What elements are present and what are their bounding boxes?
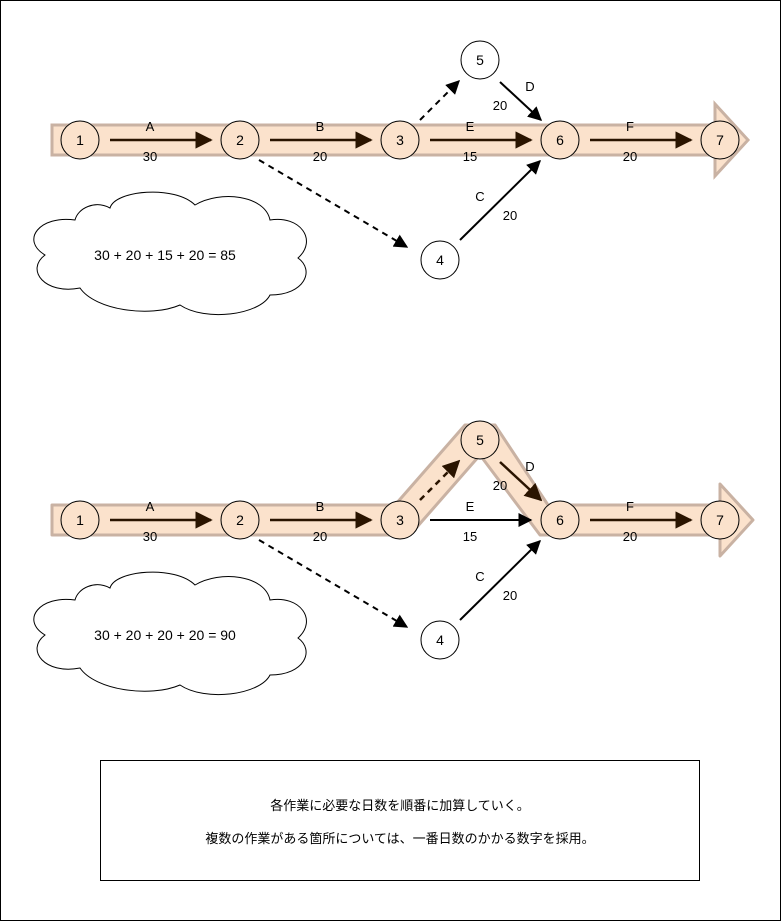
svg-text:3: 3 — [396, 512, 404, 528]
diagram-2: A 30 B 20 E 15 F 20 D 20 C 20 1 2 3 4 5 … — [33, 420, 755, 696]
edge-dummy-2-4 — [258, 539, 409, 628]
edge-d — [499, 81, 543, 121]
activity-b-name: B — [316, 119, 325, 134]
svg-text:7: 7 — [716, 512, 724, 528]
activity-f-name: F — [626, 119, 634, 134]
activity-c-days: 20 — [503, 588, 517, 603]
node-2: 2 — [220, 120, 260, 160]
activity-a-name: A — [146, 119, 155, 134]
svg-text:5: 5 — [476, 52, 484, 68]
activity-e-name: E — [466, 499, 475, 514]
activity-b-days: 20 — [313, 149, 327, 164]
activity-e-days: 15 — [463, 149, 477, 164]
svg-text:6: 6 — [556, 512, 564, 528]
activity-d-name: D — [525, 459, 534, 474]
activity-a-days: 30 — [143, 529, 157, 544]
svg-text:3: 3 — [396, 132, 404, 148]
node-7: 7 — [700, 120, 740, 160]
explanation-line-1: 各作業に必要な日数を順番に加算していく。 — [270, 798, 530, 814]
node-5: 5 — [460, 420, 500, 460]
sum-cloud — [33, 571, 307, 696]
activity-d-name: D — [525, 79, 534, 94]
explanation-box: 各作業に必要な日数を順番に加算していく。 複数の作業がある箇所については、一番日… — [100, 760, 700, 881]
activity-b-name: B — [316, 499, 325, 514]
activity-d-days: 20 — [493, 478, 507, 493]
svg-text:2: 2 — [236, 512, 244, 528]
sum-formula: 30 + 20 + 15 + 20 = 85 — [94, 247, 236, 263]
node-6: 6 — [540, 500, 580, 540]
node-3: 3 — [380, 120, 420, 160]
svg-text:1: 1 — [76, 512, 84, 528]
edge-dummy-3-5 — [419, 80, 460, 121]
explanation-line-2: 複数の作業がある箇所については、一番日数のかかる数字を採用。 — [205, 831, 595, 847]
activity-c-name: C — [475, 569, 484, 584]
node-1: 1 — [60, 500, 100, 540]
activity-e-days: 15 — [463, 529, 477, 544]
edge-dummy-2-4 — [258, 159, 409, 248]
edge-dummy-3-5 — [419, 459, 461, 501]
activity-b-days: 20 — [313, 529, 327, 544]
activity-d-days: 20 — [493, 98, 507, 113]
diagram-1: A 30 B 20 E 15 F 20 D 20 C 20 1 2 3 4 5 … — [33, 40, 751, 316]
svg-text:1: 1 — [76, 132, 84, 148]
svg-text:5: 5 — [476, 432, 484, 448]
node-6: 6 — [540, 120, 580, 160]
activity-a-days: 30 — [143, 149, 157, 164]
activity-f-days: 20 — [623, 149, 637, 164]
node-7: 7 — [700, 500, 740, 540]
activity-c-days: 20 — [503, 208, 517, 223]
edge-c — [459, 160, 541, 241]
svg-text:4: 4 — [436, 252, 444, 268]
svg-text:2: 2 — [236, 132, 244, 148]
edge-c — [459, 540, 541, 621]
svg-text:6: 6 — [556, 132, 564, 148]
activity-c-name: C — [475, 189, 484, 204]
edge-d — [499, 461, 543, 502]
activity-e-name: E — [466, 119, 475, 134]
node-3: 3 — [380, 500, 420, 540]
sum-cloud — [33, 191, 307, 316]
node-4: 4 — [420, 240, 460, 280]
sum-formula: 30 + 20 + 20 + 20 = 90 — [94, 627, 236, 643]
svg-text:4: 4 — [436, 632, 444, 648]
activity-f-days: 20 — [623, 529, 637, 544]
node-1: 1 — [60, 120, 100, 160]
svg-text:7: 7 — [716, 132, 724, 148]
node-2: 2 — [220, 500, 260, 540]
node-4: 4 — [420, 620, 460, 660]
node-5: 5 — [460, 40, 500, 80]
activity-f-name: F — [626, 499, 634, 514]
activity-a-name: A — [146, 499, 155, 514]
